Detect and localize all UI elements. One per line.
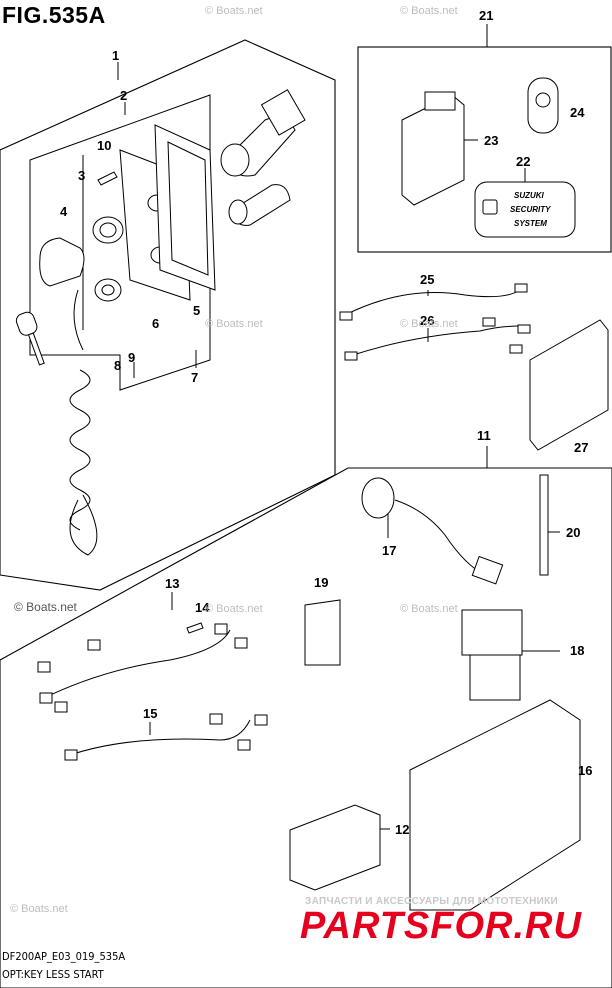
callout-5: 5 [193, 303, 200, 318]
group-frame-21 [357, 46, 612, 253]
callout-26: 26 [420, 313, 434, 328]
watermark: © Boats.net [205, 318, 263, 330]
callout-23: 23 [484, 133, 498, 148]
callout-21: 21 [479, 8, 493, 23]
callout-3: 3 [78, 168, 85, 183]
callout-22: 22 [516, 154, 530, 169]
figure-caption: OPT:KEY LESS START [2, 968, 104, 981]
callout-7: 7 [191, 370, 198, 385]
callout-13: 13 [165, 576, 179, 591]
watermark: © Boats.net [400, 318, 458, 330]
group-frame-2 [29, 94, 211, 391]
security-label-line2: SECURITY [510, 205, 551, 214]
callout-1: 1 [112, 48, 119, 63]
group-frame-11 [0, 467, 612, 988]
watermark: © Boats.net [400, 5, 458, 17]
part-drawings [15, 77, 609, 911]
callout-17: 17 [382, 543, 396, 558]
callout-9: 9 [128, 350, 135, 365]
callout-10: 10 [97, 138, 111, 153]
security-label-line1: SUZUKI [514, 191, 545, 200]
watermark: © Boats.net [205, 5, 263, 17]
callout-8: 8 [114, 358, 121, 373]
callout-20: 20 [566, 525, 580, 540]
callout-14: 14 [195, 600, 210, 615]
callout-11: 11 [477, 428, 491, 443]
callout-2: 2 [120, 88, 127, 103]
callout-6: 6 [152, 316, 159, 331]
callout-19: 19 [314, 575, 328, 590]
watermark: © Boats.net [400, 603, 458, 615]
watermark: © Boats.net [10, 903, 68, 915]
watermark-primary: © Boats.net [14, 600, 77, 614]
figure-title: FIG.535A [2, 2, 106, 28]
figure-code: DF200AP_E03_019_535A [2, 950, 126, 963]
brand-logo: PARTSFOR.RU [300, 905, 582, 947]
callout-25: 25 [420, 272, 434, 287]
callout-18: 18 [570, 643, 584, 658]
callout-24: 24 [570, 105, 585, 120]
callout-4: 4 [60, 204, 68, 219]
callout-15: 15 [143, 706, 157, 721]
brand-tagline: ЗАПЧАСТИ И АКСЕССУАРЫ ДЛЯ МОТОТЕХНИКИ [305, 896, 558, 907]
security-label-line3: SYSTEM [514, 219, 547, 228]
callout-16: 16 [578, 763, 592, 778]
callout-27: 27 [574, 440, 588, 455]
callout-12: 12 [395, 822, 409, 837]
watermark: © Boats.net [205, 603, 263, 615]
